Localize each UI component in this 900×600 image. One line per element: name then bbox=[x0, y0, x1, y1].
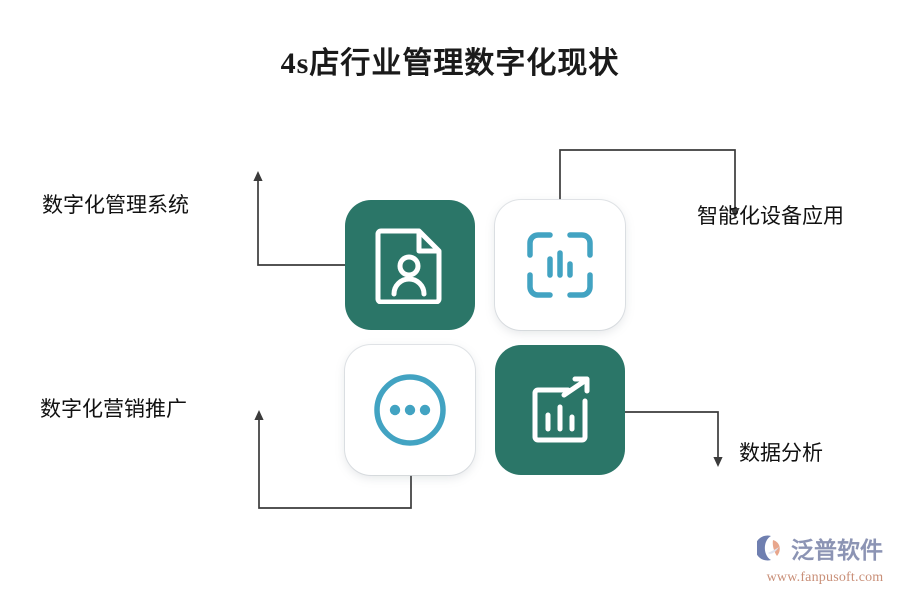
connector-top-left bbox=[253, 171, 345, 266]
label-smart-equipment: 智能化设备应用 bbox=[697, 204, 844, 228]
icon-card-digital-management-system[interactable] bbox=[345, 200, 475, 330]
page-title: 4s店行业管理数字化现状 bbox=[280, 47, 620, 80]
label-data-analysis: 数据分析 bbox=[739, 441, 823, 465]
ellipsis-circle-icon bbox=[371, 371, 449, 449]
label-digital-marketing: 数字化营销推广 bbox=[40, 397, 187, 421]
scan-bar-chart-icon bbox=[526, 231, 594, 299]
document-person-icon bbox=[375, 226, 445, 304]
label-digital-management-system: 数字化管理系统 bbox=[42, 193, 189, 217]
connector-bottom-right bbox=[625, 411, 723, 467]
watermark-url: www.fanpusoft.com bbox=[766, 570, 884, 585]
watermark: 泛普软件 www.fanpusoft.com bbox=[755, 534, 893, 586]
connector-top-right bbox=[559, 149, 740, 218]
watermark-brand: 泛普软件 bbox=[791, 537, 883, 563]
fanpu-logo-icon bbox=[755, 534, 787, 567]
icon-card-data-analysis[interactable] bbox=[495, 345, 625, 475]
icon-card-digital-marketing[interactable] bbox=[345, 345, 475, 475]
icon-card-smart-equipment[interactable] bbox=[495, 200, 625, 330]
connector-bottom-left bbox=[254, 410, 412, 509]
bar-chart-arrow-icon bbox=[523, 373, 597, 447]
